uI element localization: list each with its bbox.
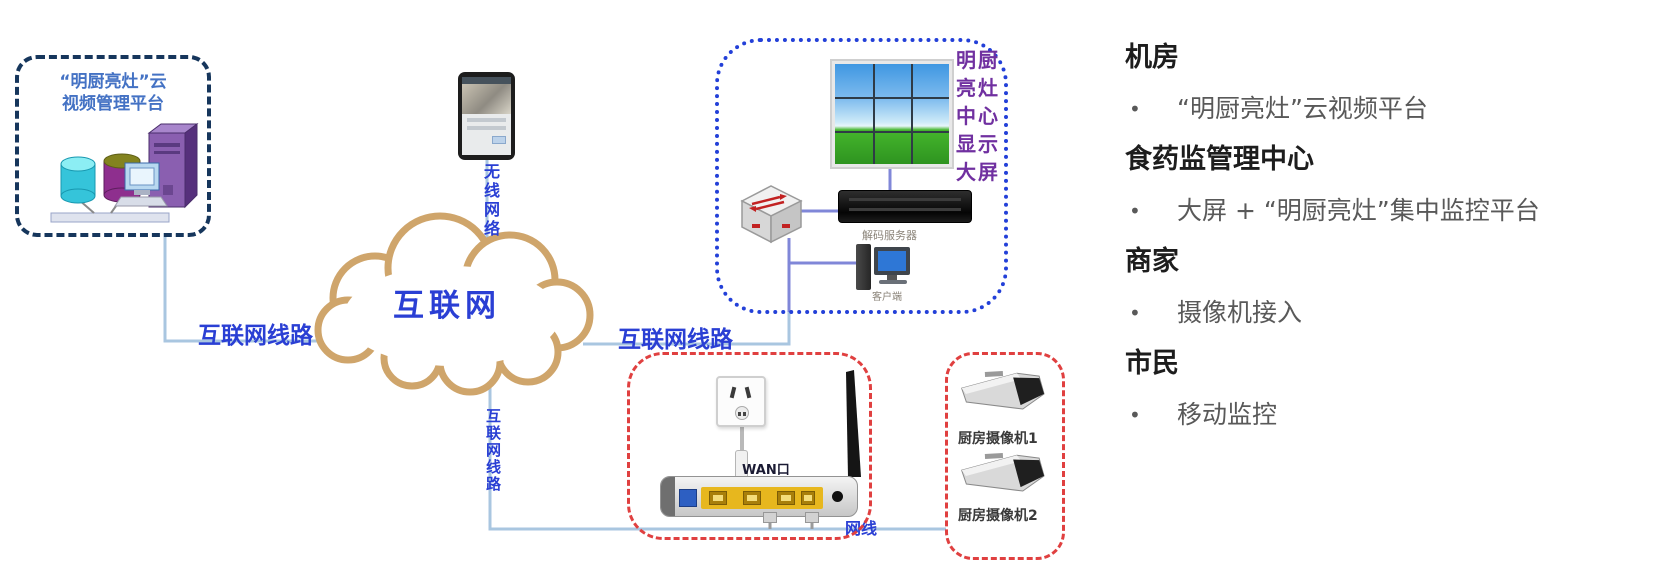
kitchen-camera1-label: 厨房摄像机1: [958, 431, 1038, 447]
decoder-server-label: 解码服务器: [862, 229, 917, 242]
legend-item: • 摄像机接入: [1125, 297, 1660, 329]
wireless-router-icon: [660, 476, 858, 517]
bullet-icon: •: [1129, 199, 1141, 223]
link-bottom-line: [488, 370, 946, 531]
power-outlet-icon: [716, 376, 766, 427]
bullet-icon: •: [1129, 97, 1141, 121]
network-switch-icon: [740, 185, 803, 244]
legend-bullet-text: “明厨亮灶”云视频平台: [1177, 94, 1428, 123]
phone-screen: [462, 77, 511, 155]
wireless-network-label: 无线网络: [481, 163, 500, 239]
monitor-center-box: [715, 38, 1008, 314]
legend-bullet-text: 大屏 + “明厨亮灶”集中监控平台: [1177, 196, 1540, 225]
router-area-box: [627, 352, 872, 540]
wan-port-icon: [679, 489, 697, 507]
lan-ports-icon: [701, 487, 823, 509]
legend-heading-fda-center: 食药监管理中心: [1125, 144, 1314, 175]
client-pc-stand: [887, 275, 897, 280]
tower-server-icon: [147, 123, 199, 209]
bullet-icon: •: [1129, 403, 1141, 427]
legend-bullet-text: 移动监控: [1177, 400, 1278, 429]
client-pc-base: [879, 280, 907, 284]
bullet-icon: •: [1129, 301, 1141, 325]
legend-item: • 大屏 + “明厨亮灶”集中监控平台: [1125, 195, 1660, 227]
router-button-icon: [832, 491, 843, 502]
lan-plug-icon: [805, 512, 819, 523]
cloud-platform-box: “明厨亮灶”云 视频管理平台: [15, 55, 211, 237]
legend-heading-server-room: 机房: [1125, 42, 1179, 73]
client-pc-tower-icon: [856, 244, 871, 290]
legend-bullet-text: 摄像机接入: [1177, 298, 1303, 327]
legend-heading-citizen: 市民: [1125, 348, 1179, 379]
monitor-center-caption: 明厨亮灶中心显示大屏: [956, 48, 1000, 184]
platform-title-line1: “明厨亮灶”云: [59, 72, 167, 92]
camera-area-box: [945, 352, 1065, 560]
link-right-label: 互联网线路: [618, 327, 733, 353]
kitchen-camera1-icon: [960, 371, 1045, 410]
mobile-phone-icon: [458, 72, 515, 160]
client-label: 客户端: [872, 292, 902, 303]
client-pc-monitor-icon: [874, 247, 910, 275]
wan-port-label: WAN口: [742, 463, 790, 478]
desktop-computer-icon: [114, 162, 168, 207]
link-left-label: 互联网线路: [198, 323, 313, 349]
internet-cloud-label: 互联网: [393, 288, 501, 324]
router-antenna-icon: [846, 370, 861, 477]
platform-title-line2: 视频管理平台: [62, 94, 164, 114]
link-left-line: [163, 233, 340, 343]
video-wall-screen: [835, 64, 949, 164]
link-right-line: [583, 312, 791, 346]
legend-item: • 移动监控: [1125, 399, 1660, 431]
rack-server-icon: [838, 190, 972, 223]
platform-servers-illustration: [50, 123, 199, 223]
legend-heading-merchant: 商家: [1125, 246, 1179, 277]
cloud-fill: [344, 266, 560, 366]
database-cylinder-cyan-icon: [60, 156, 96, 204]
kitchen-camera2-icon: [960, 453, 1045, 492]
legend-panel: 机房 • “明厨亮灶”云视频平台 食药监管理中心 • 大屏 + “明厨亮灶”集中…: [1125, 42, 1660, 431]
lan-plug-icon: [763, 512, 777, 523]
video-wall-icon: [830, 59, 954, 169]
kitchen-camera2-label: 厨房摄像机2: [958, 508, 1038, 524]
legend-item: • “明厨亮灶”云视频平台: [1125, 93, 1660, 125]
link-bottom-label: 互联网线路: [484, 408, 502, 493]
